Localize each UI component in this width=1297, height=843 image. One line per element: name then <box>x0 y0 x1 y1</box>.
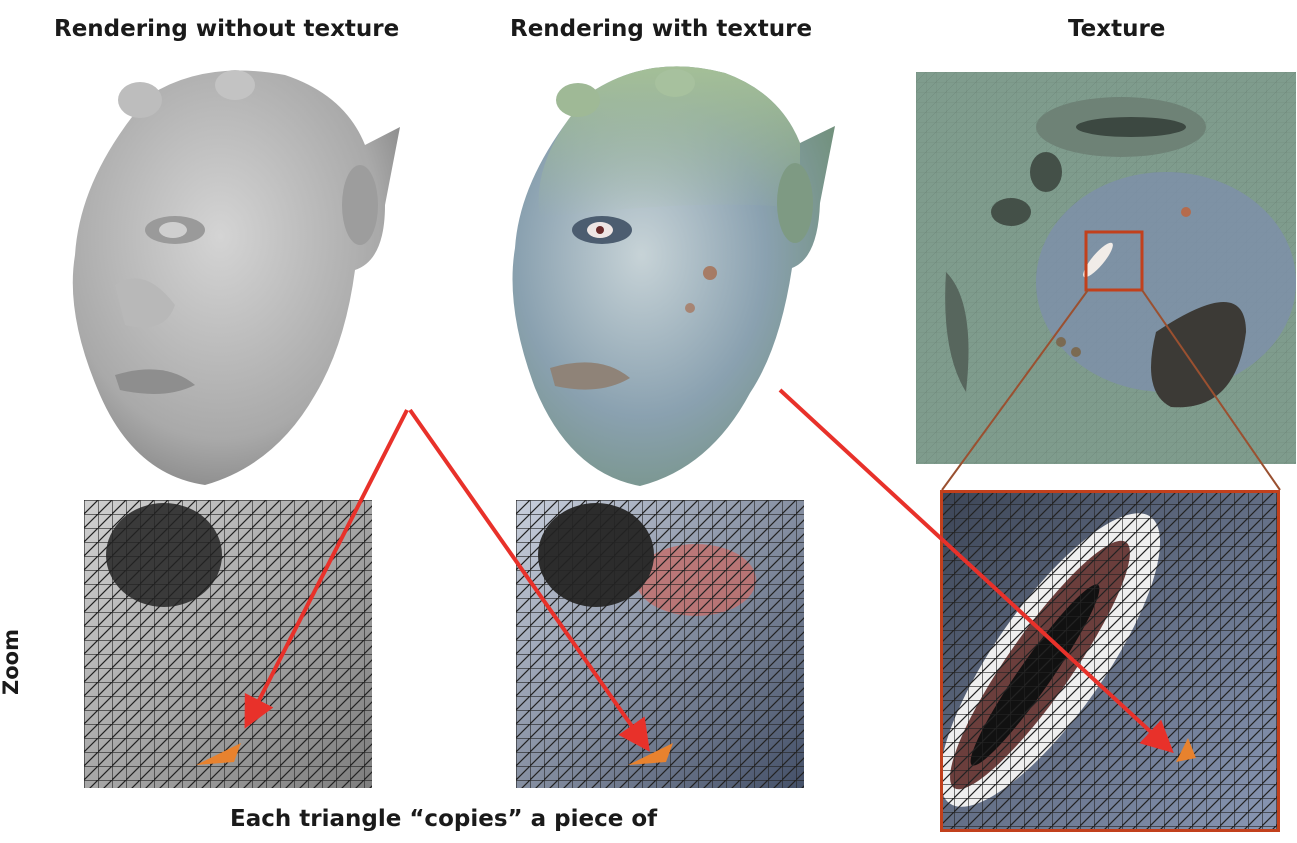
title-rendering-with-texture: Rendering with texture <box>510 16 813 42</box>
caption-text: Each triangle “copies” a piece of <box>230 806 658 832</box>
zoom-textured-mesh <box>516 500 804 788</box>
texture-highlight-box <box>1084 230 1144 292</box>
arrow-to-texture-zoom <box>778 388 1174 754</box>
head-textured-image <box>500 48 840 493</box>
triangle-highlight <box>1176 738 1196 762</box>
zoom-texture-closeup <box>940 490 1280 832</box>
triangle-highlight <box>196 743 241 765</box>
title-rendering-without-texture: Rendering without texture <box>54 16 400 42</box>
arrow-to-untextured-zoom <box>244 409 409 729</box>
title-texture: Texture <box>1068 16 1166 42</box>
triangle-highlight <box>628 743 673 765</box>
arrow-to-textured-zoom <box>408 408 650 752</box>
texture-atlas-image <box>916 72 1296 464</box>
zoom-untextured-mesh <box>84 500 372 788</box>
head-untextured-image <box>55 55 415 495</box>
